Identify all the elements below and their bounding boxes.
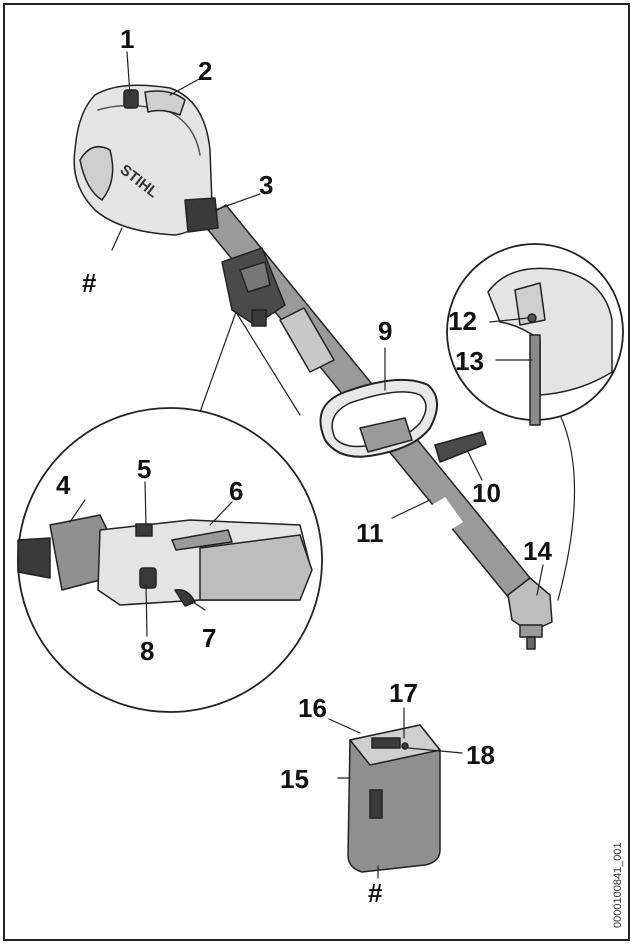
callout-11: 11 bbox=[356, 520, 384, 546]
callout-3: 3 bbox=[259, 172, 273, 198]
callout-7: 7 bbox=[202, 625, 216, 651]
handle-detail-circle bbox=[18, 312, 322, 712]
callout-6: 6 bbox=[229, 478, 243, 504]
callout-hash-battery: # bbox=[368, 880, 382, 906]
control-handle bbox=[222, 248, 285, 326]
callout-9: 9 bbox=[378, 318, 392, 344]
spacer-bar bbox=[435, 432, 486, 462]
callout-14: 14 bbox=[523, 538, 552, 564]
callout-16: 16 bbox=[298, 695, 327, 721]
callout-1: 1 bbox=[120, 26, 134, 52]
callout-10: 10 bbox=[472, 480, 501, 506]
callout-8: 8 bbox=[140, 638, 154, 664]
callout-18: 18 bbox=[466, 742, 495, 768]
callout-hash-motor: # bbox=[82, 270, 96, 296]
battery-pack bbox=[348, 725, 440, 872]
callout-12: 12 bbox=[448, 308, 477, 334]
on-off-switch bbox=[124, 90, 138, 108]
callout-15: 15 bbox=[280, 766, 309, 792]
callout-4: 4 bbox=[56, 472, 70, 498]
callout-13: 13 bbox=[455, 348, 484, 374]
callout-17: 17 bbox=[389, 680, 418, 706]
callout-5: 5 bbox=[137, 456, 151, 482]
motor-housing: STIHL bbox=[74, 85, 218, 235]
document-id: 0000100841_001 bbox=[612, 842, 624, 928]
callout-2: 2 bbox=[198, 58, 212, 84]
